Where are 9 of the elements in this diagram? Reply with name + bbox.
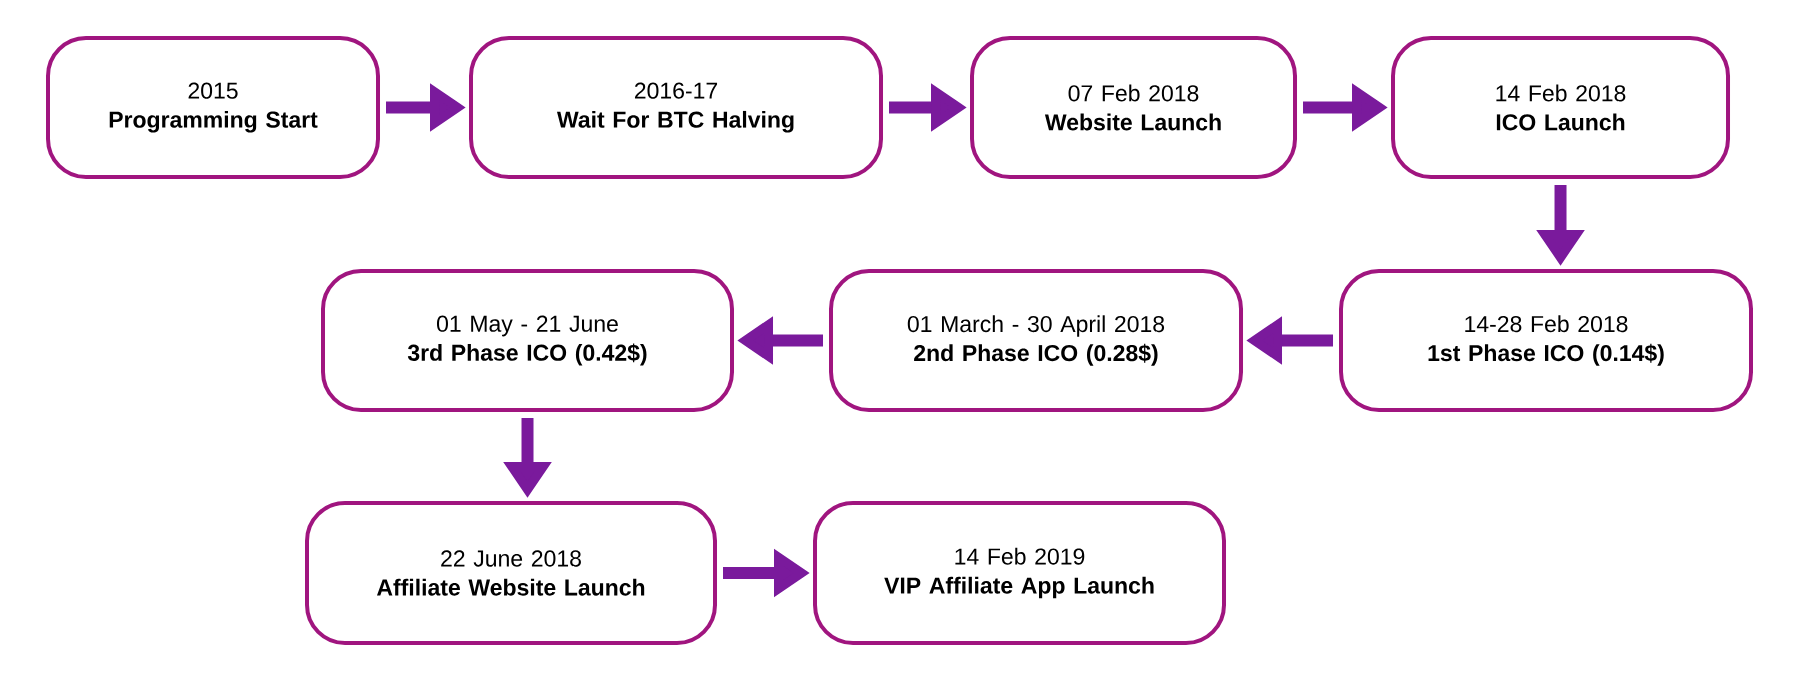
timeline-box: 07 Feb 2018 Website Launch	[970, 36, 1297, 179]
timeline-box: 14 Feb 2019 VIP Affiliate App Launch	[813, 501, 1226, 645]
timeline-box: 2016-17 Wait For BTC Halving	[469, 36, 883, 179]
timeline-box: 01 May - 21 June 3rd Phase ICO (0.42$)	[321, 269, 734, 412]
timeline-box: 01 March - 30 April 2018 2nd Phase ICO (0.28$)	[829, 269, 1243, 412]
timeline-box: 2015 Programming Start	[46, 36, 380, 179]
timeline-box: 14 Feb 2018 ICO Launch	[1391, 36, 1730, 179]
timeline-box: 14-28 Feb 2018 1st Phase ICO (0.14$)	[1339, 269, 1753, 412]
timeline-box: 22 June 2018 Affiliate Website Launch	[305, 501, 717, 645]
